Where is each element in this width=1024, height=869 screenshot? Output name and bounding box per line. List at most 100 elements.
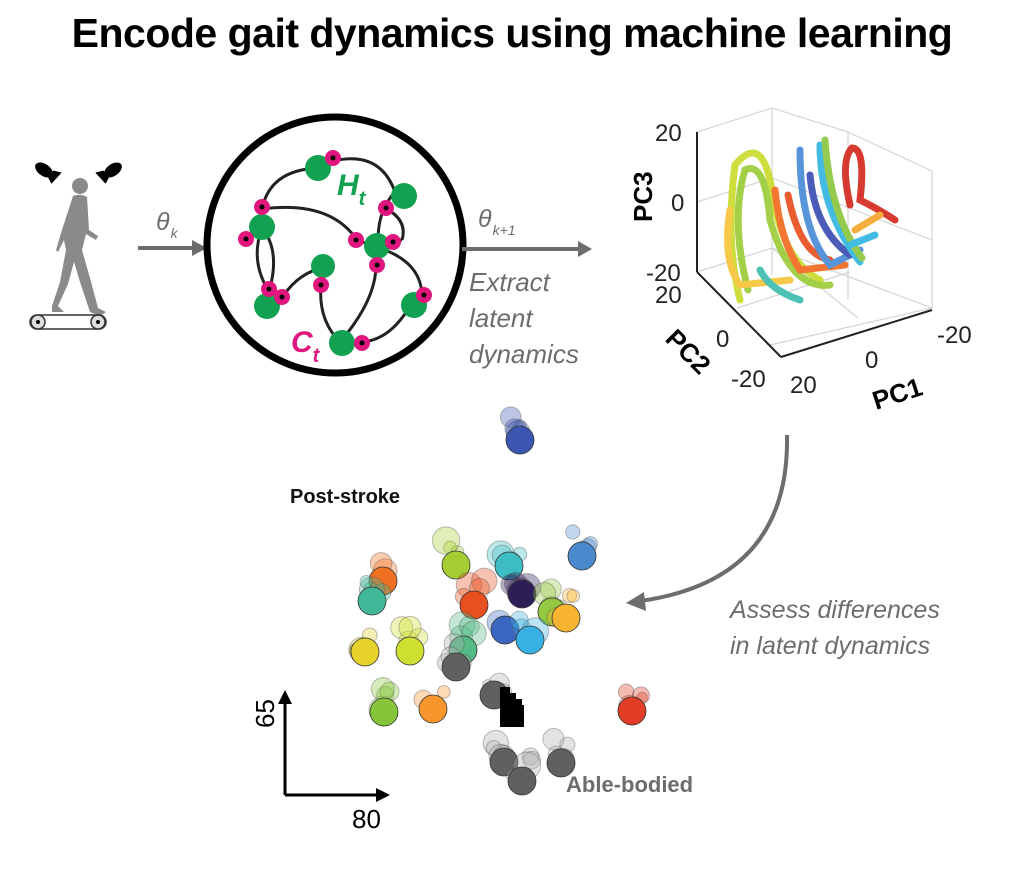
post-stroke-point [418, 694, 448, 724]
input-arrow [138, 240, 207, 256]
able-bodied-centroid-marker [518, 705, 524, 727]
pc3-axis-label: PC3 [628, 171, 658, 222]
cell-node [354, 335, 370, 351]
arrow-right-icon [376, 788, 390, 802]
hidden-node [249, 214, 275, 240]
pca-axes [696, 132, 933, 358]
text-line: latent [469, 303, 533, 333]
scatter-point-trial [542, 727, 565, 751]
able-bodied-centroid-marker [500, 687, 510, 727]
hidden-node [305, 155, 331, 181]
text-line: Assess differences [730, 596, 940, 624]
trajectory [771, 186, 849, 274]
post-stroke-point [459, 590, 489, 620]
trajectory [796, 146, 864, 270]
embedding-scatter [348, 406, 651, 796]
cell-node [348, 232, 364, 248]
text-line: Extract [469, 267, 550, 297]
trajectory [734, 165, 834, 294]
scatter-point-trial [561, 587, 578, 603]
hidden-state-label: Ht [337, 169, 367, 210]
pc1-axis-label: PC1 [869, 372, 926, 416]
pc1-tick: -20 [937, 322, 972, 349]
cell-state-label: Ct [291, 326, 321, 367]
pc2-axis-label: PC2 [660, 323, 717, 380]
post-stroke-point [617, 696, 647, 726]
trajectory [851, 211, 884, 234]
trajectory [806, 171, 854, 259]
cell-node [378, 200, 394, 216]
able-bodied-point [441, 652, 471, 682]
output-theta-label: θk+1 [478, 205, 516, 238]
scatter-point-trial [566, 589, 581, 603]
cell-node [274, 289, 290, 305]
scatter-point-trial [565, 524, 581, 540]
hidden-state-nodes [249, 155, 427, 356]
cell-node [261, 281, 277, 297]
cell-node [313, 277, 329, 293]
able-bodied-label: Able-bodied [566, 772, 694, 797]
assess-arrow [626, 434, 790, 611]
post-stroke-point [505, 425, 535, 455]
pc2-tick: 0 [716, 326, 729, 353]
pca-3d-plot: 20 0 -20 20 0 -20 20 0 -20 PC3 PC2 PC1 [628, 107, 972, 416]
cell-node [238, 231, 254, 247]
post-stroke-point [490, 615, 520, 645]
hidden-node [329, 330, 355, 356]
hidden-node [254, 293, 280, 319]
post-stroke-point [350, 637, 380, 667]
walking-person-icon [52, 178, 106, 316]
post-stroke-point [567, 541, 597, 571]
hidden-node [364, 233, 390, 259]
scatter-point-trial [436, 684, 451, 699]
scatter-point-trial [521, 747, 540, 766]
post-stroke-label: Post-stroke [290, 486, 401, 508]
cell-node [325, 150, 341, 166]
arrow-up-icon [278, 690, 292, 704]
scatter-point-trial [390, 616, 414, 640]
camera-icon [95, 162, 122, 184]
post-stroke-point [494, 551, 524, 581]
post-stroke-point [507, 579, 537, 609]
able-bodied-point [546, 748, 576, 778]
scale-bar-vertical-label: 65 [250, 699, 280, 728]
scatter-point-trial [370, 677, 395, 702]
scale-bar: 65 80 [250, 690, 390, 834]
cell-node [254, 199, 270, 215]
cell-state-nodes [238, 150, 432, 351]
input-theta-label: θk [156, 208, 178, 241]
hidden-node [391, 183, 417, 209]
post-stroke-point [441, 550, 471, 580]
camera-icon [35, 162, 62, 184]
scatter-point-trial [499, 406, 522, 428]
cell-node [385, 234, 401, 250]
pc3-tick: 0 [671, 190, 684, 217]
post-stroke-point [515, 625, 545, 655]
post-stroke-point [551, 603, 581, 633]
cell-node [416, 287, 432, 303]
scatter-point-trial [458, 615, 480, 637]
scatter-point-trial [398, 615, 422, 640]
recurrent-network-diagram: Ht Ct [203, 113, 467, 377]
pc3-tick: 20 [655, 120, 682, 147]
post-stroke-point [395, 636, 425, 666]
able-bodied-centroid-marker [512, 699, 522, 727]
pca-trajectories [724, 136, 899, 304]
pc3-tick: -20 [646, 260, 681, 287]
able-bodied-point [489, 747, 519, 777]
trajectory [724, 206, 794, 289]
scatter-point-trial [359, 574, 373, 589]
text-line: in latent dynamics [730, 632, 931, 660]
pc2-tick: -20 [731, 366, 766, 393]
trajectory [846, 231, 879, 249]
scatter-point-trial [522, 750, 542, 770]
trajectory [756, 266, 804, 304]
scatter-point-trial [431, 526, 461, 555]
text-line: dynamics [469, 339, 579, 369]
pc1-tick: 20 [790, 372, 817, 399]
post-stroke-point [369, 697, 399, 727]
scale-bar-horizontal-label: 80 [352, 804, 381, 834]
trajectory [816, 141, 864, 266]
scatter-point-trial [471, 567, 498, 595]
